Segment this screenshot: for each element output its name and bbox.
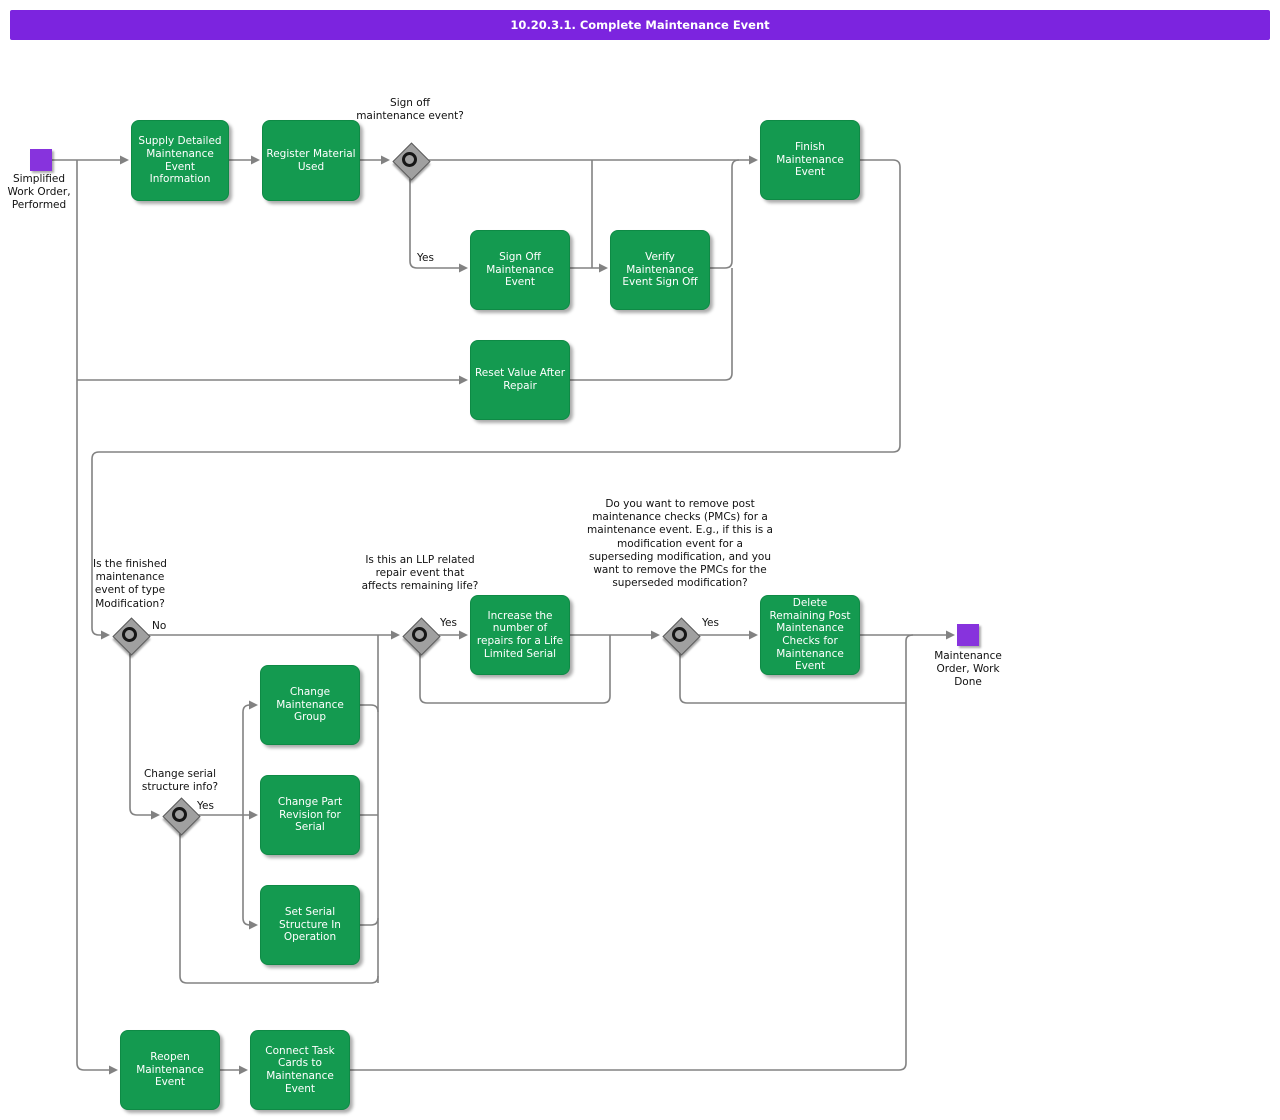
task-sign-off-maintenance-event[interactable]: Sign Off Maintenance Event bbox=[470, 230, 570, 310]
task-set-serial-structure-in-operation[interactable]: Set Serial Structure In Operation bbox=[260, 885, 360, 965]
gateway-ring-icon bbox=[122, 627, 137, 642]
question-modification: Is the finished maintenance event of typ… bbox=[93, 558, 167, 610]
task-connect-task-cards[interactable]: Connect Task Cards to Maintenance Event bbox=[250, 1030, 350, 1110]
question-serial: Change serial structure info? bbox=[141, 768, 219, 794]
edge-label-serial-yes: Yes bbox=[197, 800, 214, 812]
gateway-ring-icon bbox=[172, 807, 187, 822]
decision-sign-off-gateway bbox=[391, 141, 431, 181]
task-increase-llp-repairs[interactable]: Increase the number of repairs for a Lif… bbox=[470, 595, 570, 675]
task-finish-maintenance-event[interactable]: Finish Maintenance Event bbox=[760, 120, 860, 200]
edge-label-pmc-yes: Yes bbox=[702, 617, 719, 629]
decision-pmc-gateway bbox=[661, 616, 701, 656]
edge-label-llp-yes: Yes bbox=[440, 617, 457, 629]
diagram-title-bar: 10.20.3.1. Complete Maintenance Event bbox=[10, 10, 1270, 40]
task-register-material-used[interactable]: Register Material Used bbox=[262, 120, 360, 201]
end-event-marker bbox=[957, 624, 979, 646]
edge-label-modification-no: No bbox=[152, 620, 167, 632]
question-sign-off: Sign off maintenance event? bbox=[356, 97, 464, 123]
question-pmc: Do you want to remove post maintenance c… bbox=[587, 498, 773, 590]
task-change-maintenance-group[interactable]: Change Maintenance Group bbox=[260, 665, 360, 745]
gateway-ring-icon bbox=[412, 627, 427, 642]
edge-label-sign-off-yes: Yes bbox=[417, 252, 434, 264]
start-event-label: Simplified Work Order, Performed bbox=[7, 173, 71, 212]
gateway-ring-icon bbox=[672, 627, 687, 642]
decision-llp-gateway bbox=[401, 616, 441, 656]
question-llp: Is this an LLP related repair event that… bbox=[361, 554, 479, 593]
task-change-part-revision-for-serial[interactable]: Change Part Revision for Serial bbox=[260, 775, 360, 855]
decision-modification-gateway bbox=[111, 616, 151, 656]
task-supply-detailed-maintenance-info[interactable]: Supply Detailed Maintenance Event Inform… bbox=[131, 120, 229, 201]
gateway-ring-icon bbox=[402, 152, 417, 167]
decision-serial-gateway bbox=[161, 796, 201, 836]
diagram-title: 10.20.3.1. Complete Maintenance Event bbox=[510, 18, 770, 32]
task-reset-value-after-repair[interactable]: Reset Value After Repair bbox=[470, 340, 570, 420]
task-reopen-maintenance-event[interactable]: Reopen Maintenance Event bbox=[120, 1030, 220, 1110]
end-event-label: Maintenance Order, Work Done bbox=[934, 650, 1002, 689]
task-verify-maintenance-event-sign-off[interactable]: Verify Maintenance Event Sign Off bbox=[610, 230, 710, 310]
task-delete-remaining-pmcs[interactable]: Delete Remaining Post Maintenance Checks… bbox=[760, 595, 860, 675]
start-event-marker bbox=[30, 149, 52, 171]
